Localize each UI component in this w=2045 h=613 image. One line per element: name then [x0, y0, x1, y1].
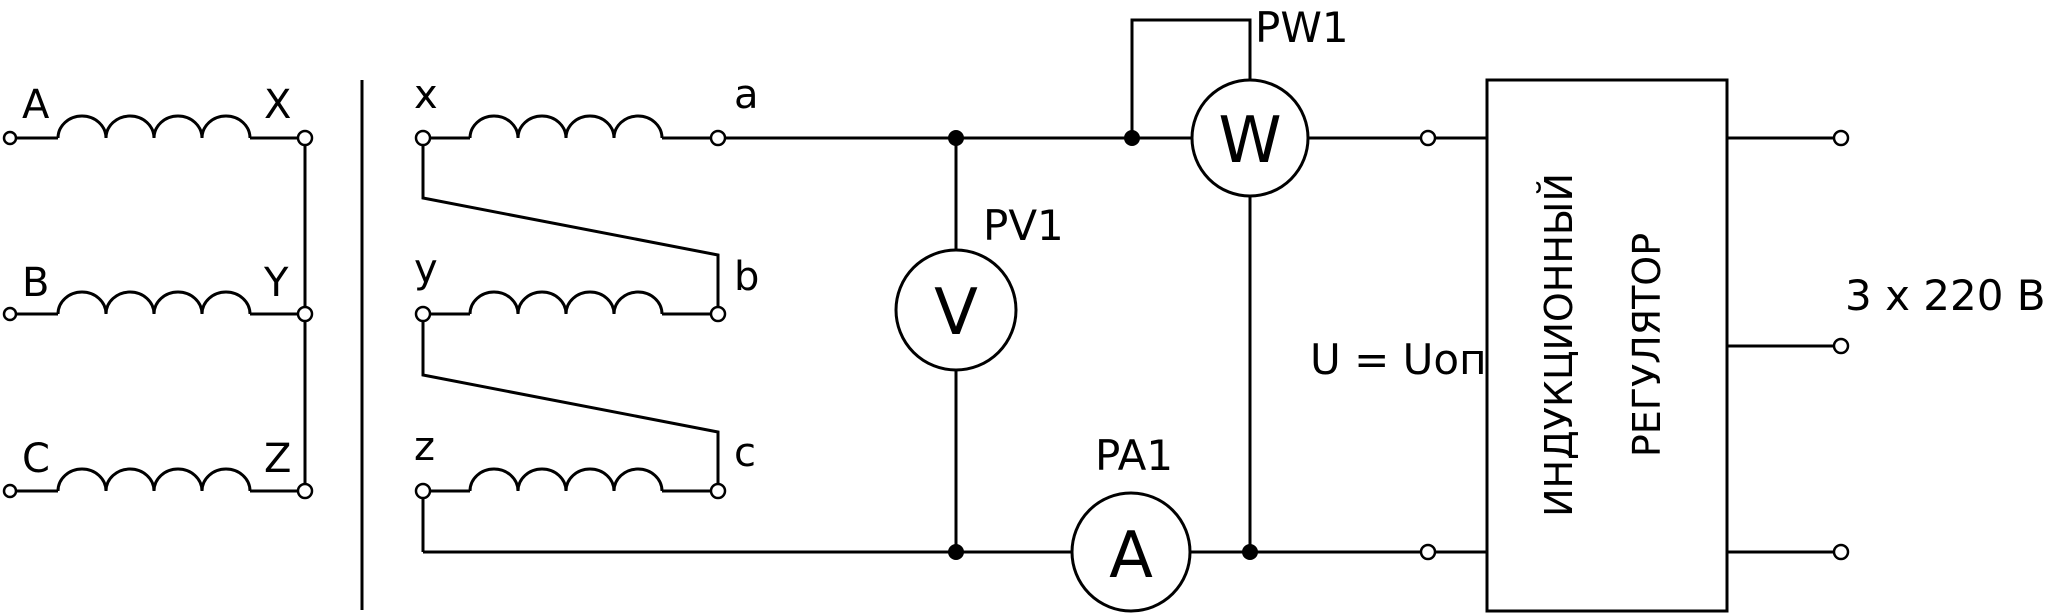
- label-Z: Z: [264, 436, 291, 482]
- label-a: a: [734, 72, 759, 118]
- voltmeter-tag: PV1: [983, 201, 1064, 250]
- regulator-label-line1: ИНДУКЦИОННЫЙ: [1537, 173, 1581, 517]
- supply-terminal-1: [1832, 129, 1850, 147]
- primary-coil-c: [56, 467, 252, 493]
- junction-bottom-wattmeter: [1242, 544, 1258, 560]
- label-z: z: [414, 424, 435, 470]
- terminal-x: [414, 129, 432, 147]
- terminal-Y: [296, 305, 314, 323]
- supply-terminal-2: [1832, 337, 1850, 355]
- wattmeter-tag: PW1: [1255, 3, 1349, 52]
- secondary-windings: x y z a b c: [414, 72, 759, 552]
- terminal-C: [2, 483, 18, 499]
- voltmeter-symbol: V: [934, 276, 978, 350]
- label-A: A: [22, 82, 50, 128]
- regulator-box: [1485, 78, 1729, 613]
- terminal-b: [709, 305, 727, 323]
- induction-regulator: ИНДУКЦИОННЫЙ РЕГУЛЯТОР: [1485, 78, 1729, 613]
- label-B: B: [22, 260, 49, 306]
- terminal-z: [414, 482, 432, 500]
- wattmeter-voltage-loop: [1130, 18, 1252, 138]
- terminal-regulator-in-top: [1419, 129, 1437, 147]
- terminal-a: [709, 129, 727, 147]
- terminal-X: [296, 129, 314, 147]
- label-C: C: [22, 436, 50, 482]
- secondary-coil-b: [468, 290, 664, 316]
- primary-windings: A B C X Y Z: [2, 82, 314, 500]
- supply-label: 3 х 220 В: [1845, 271, 2045, 320]
- voltmeter: V PV1: [894, 201, 1064, 372]
- ammeter: A PA1: [1070, 431, 1192, 613]
- label-x: x: [414, 72, 438, 118]
- supply-terminals: 3 х 220 В: [1727, 129, 2045, 561]
- link-x-b: [421, 138, 720, 314]
- junction-top-wattmeter: [1124, 130, 1140, 146]
- label-X: X: [264, 82, 291, 128]
- label-c: c: [734, 430, 756, 476]
- secondary-coil-c: [468, 467, 664, 493]
- supply-terminal-3: [1832, 543, 1850, 561]
- primary-coil-a: [56, 114, 252, 140]
- terminal-c: [709, 482, 727, 500]
- secondary-coil-a: [468, 114, 664, 140]
- label-Y: Y: [263, 260, 289, 306]
- junction-top-voltmeter: [948, 130, 964, 146]
- terminal-A: [2, 130, 18, 146]
- measurement-circuit: V PV1 A PA1 W PW1 U = Uоп: [423, 3, 1487, 613]
- terminal-y: [414, 305, 432, 323]
- voltage-label: U = Uоп: [1310, 335, 1487, 384]
- terminal-regulator-in-bottom: [1419, 543, 1437, 561]
- wattmeter-symbol: W: [1218, 104, 1281, 178]
- wattmeter: W PW1: [1190, 3, 1349, 198]
- regulator-label-line2: РЕГУЛЯТОР: [1625, 233, 1669, 457]
- terminal-B: [2, 306, 18, 322]
- primary-coil-b: [56, 290, 252, 316]
- terminal-Z: [296, 482, 314, 500]
- ammeter-tag: PA1: [1095, 431, 1173, 480]
- ammeter-symbol: A: [1109, 519, 1153, 593]
- link-y-c: [421, 314, 720, 491]
- junction-bottom-voltmeter: [948, 544, 964, 560]
- label-b: b: [734, 254, 759, 300]
- label-y: y: [414, 246, 438, 292]
